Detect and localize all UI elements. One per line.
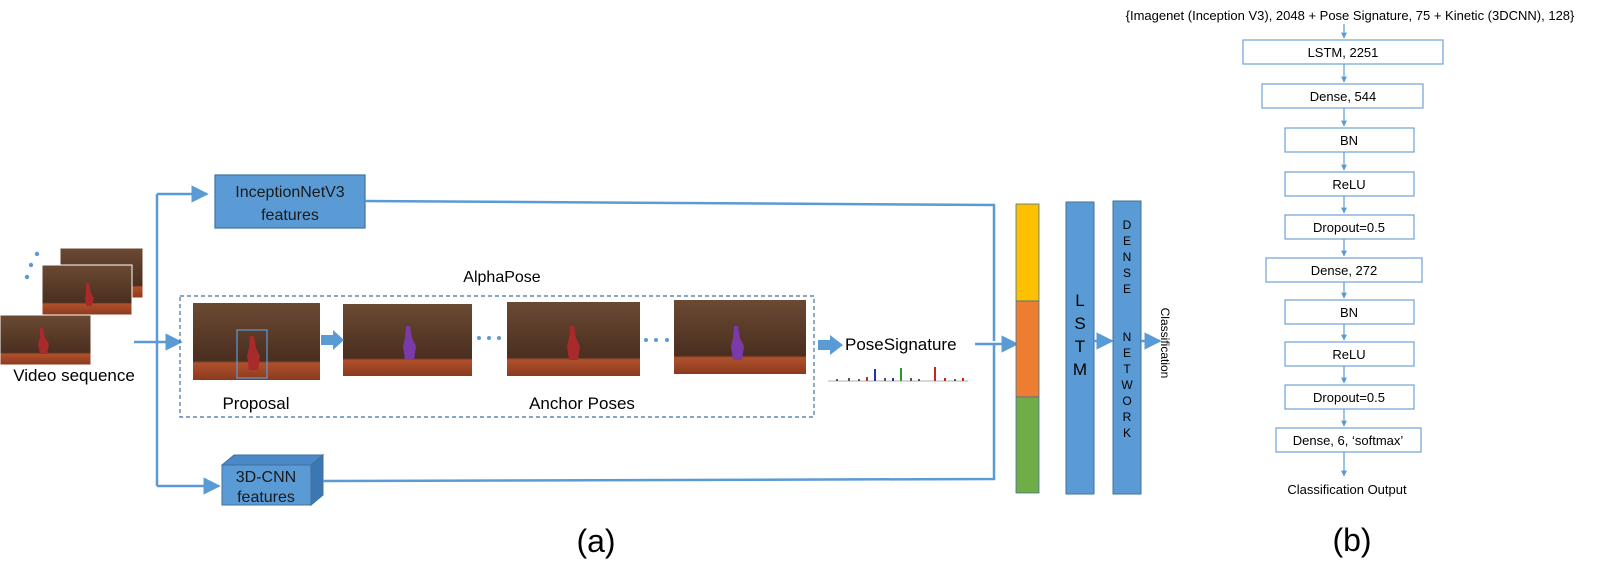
layer-box-dense-6-softmax <box>1275 427 1422 453</box>
concat-cnn-segment <box>1015 396 1040 494</box>
dense-letter: E <box>1123 346 1131 360</box>
layer-label: BN <box>1340 133 1358 148</box>
layer-box-dropout-2 <box>1284 384 1415 410</box>
layer-box-dense-272 <box>1265 257 1423 283</box>
anchor-frame-3 <box>674 300 806 374</box>
layer-label: LSTM, 2251 <box>1308 45 1379 60</box>
concat-bar <box>1015 203 1040 494</box>
lstm-letter: S <box>1074 314 1085 333</box>
dense-letter: D <box>1123 218 1132 232</box>
cnn-label-line1: 3D-CNN <box>236 469 296 486</box>
caption-a: (a) <box>576 523 615 559</box>
inception-label-line1: InceptionNetV3 <box>235 184 345 201</box>
concat-inception-segment <box>1015 203 1040 302</box>
input-label: {Imagenet (Inception V3), 2048 + Pose Si… <box>1126 8 1575 23</box>
lstm-letters: L S T M <box>1073 291 1087 379</box>
to-pose-signature-arrow <box>818 335 843 355</box>
panel-a: Video sequence InceptionNetV3 features A… <box>0 174 1172 559</box>
layer-box-bn-2 <box>1284 299 1415 325</box>
layer-box-dense-544 <box>1261 83 1424 109</box>
dense-letter: T <box>1123 362 1131 376</box>
dense-network-letters: D E N S E N E T W O R K <box>1121 218 1133 440</box>
inception-label-line2: features <box>261 207 319 224</box>
anchor-poses-label: Anchor Poses <box>529 394 635 413</box>
dense-letter: S <box>1123 266 1131 280</box>
dense-letter: O <box>1122 394 1131 408</box>
dense-letter: N <box>1123 250 1132 264</box>
dense-letter: W <box>1121 378 1133 392</box>
layer-label: Dense, 6, ‘softmax’ <box>1293 433 1404 448</box>
layer-label: ReLU <box>1332 177 1365 192</box>
dense-network-block <box>1112 200 1142 495</box>
dense-letter: R <box>1123 410 1132 424</box>
alphapose-title: AlphaPose <box>463 269 540 286</box>
video-frames <box>0 247 144 366</box>
lstm-letter: T <box>1075 337 1085 356</box>
layer-box-bn <box>1284 127 1415 153</box>
layer-label: BN <box>1340 305 1358 320</box>
pose-frames <box>193 300 806 380</box>
cnn-label-line2: features <box>237 489 295 506</box>
split-connectors <box>134 185 221 495</box>
dense-letter: E <box>1123 282 1131 296</box>
cnn-connector <box>322 344 996 483</box>
caption-b: (b) <box>1332 522 1371 558</box>
classification-label: Classification <box>1158 308 1172 379</box>
layer-box-lstm-2251 <box>1242 39 1444 65</box>
layer-box-relu-2 <box>1284 341 1415 367</box>
layer-box-relu <box>1284 171 1415 197</box>
dense-letter: N <box>1123 330 1132 344</box>
video-sequence-label: Video sequence <box>13 366 135 385</box>
dense-letter: K <box>1123 426 1131 440</box>
layer-label: Dense, 544 <box>1310 89 1377 104</box>
classification-output-label: Classification Output <box>1287 482 1407 497</box>
proposal-label: Proposal <box>222 394 289 413</box>
layer-label: Dropout=0.5 <box>1313 220 1385 235</box>
layer-box-dropout <box>1284 214 1415 240</box>
inception-connector <box>364 199 996 341</box>
pose-signature-histogram <box>828 367 968 382</box>
layer-label: ReLU <box>1332 347 1365 362</box>
lstm-letter: M <box>1073 360 1087 379</box>
panel-b: {Imagenet (Inception V3), 2048 + Pose Si… <box>1126 8 1575 558</box>
lstm-letter: L <box>1075 291 1084 310</box>
pose-signature-label: PoseSignature <box>845 335 957 354</box>
proposal-bbox <box>236 329 268 379</box>
lstm-block <box>1065 201 1095 495</box>
ellipsis-dots <box>477 336 669 342</box>
alphapose-region <box>179 295 815 418</box>
layer-label: Dense, 272 <box>1311 263 1378 278</box>
proposal-to-anchor-arrow <box>321 330 344 350</box>
concat-pose-segment <box>1015 300 1040 398</box>
inception-features-box: InceptionNetV3 features <box>214 174 366 229</box>
cnn-features-box: 3D-CNN features <box>220 453 325 507</box>
dense-letter: E <box>1123 234 1131 248</box>
layer-label: Dropout=0.5 <box>1313 390 1385 405</box>
